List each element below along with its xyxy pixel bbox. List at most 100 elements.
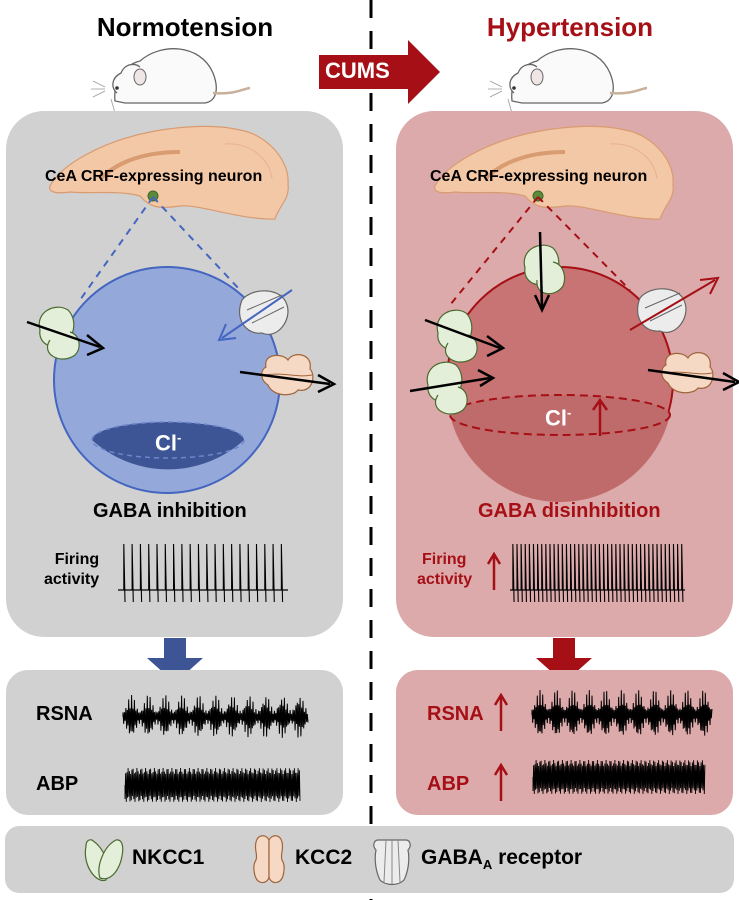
firing-line1: Firing	[54, 551, 100, 568]
chloride-text: Cl	[545, 405, 567, 431]
action-potential-spike	[131, 543, 134, 603]
legend-panel	[5, 826, 734, 893]
brain-icon-hypertension	[434, 125, 674, 220]
gaba-inhibition-label: GABA inhibition	[93, 500, 247, 522]
neuron-cell-hypertension	[409, 196, 739, 503]
signal-waveform	[122, 694, 309, 738]
action-potential-spike	[524, 543, 527, 603]
action-potential-spike	[672, 543, 676, 603]
chloride-charge: -	[177, 430, 182, 445]
rat-icon-normotension	[91, 48, 251, 114]
action-potential-spike	[586, 543, 589, 603]
firing-line2: activity	[417, 571, 473, 588]
action-potential-spike	[664, 543, 667, 603]
action-potential-spike	[553, 543, 556, 603]
action-potential-spike	[635, 543, 639, 603]
rsna-trace-hypertension	[531, 689, 713, 736]
action-potential-spike	[668, 543, 672, 603]
cums-label: CUMS	[325, 58, 390, 83]
action-potential-spike	[569, 543, 573, 603]
action-potential-spike	[164, 543, 168, 603]
action-potential-spike	[545, 543, 548, 603]
rat-icon-hypertension	[488, 48, 648, 114]
action-potential-spike	[590, 543, 593, 603]
signal-waveform	[531, 689, 713, 736]
action-potential-spike	[598, 543, 602, 603]
down-arrow-hypertension	[536, 638, 592, 683]
action-potential-spike	[239, 543, 242, 603]
receptor-text: receptor	[492, 846, 583, 869]
rsna-label-hypertension: RSNA	[427, 703, 484, 725]
abp-trace-normotension	[124, 767, 301, 803]
action-potential-spike	[652, 543, 655, 603]
action-potential-spike	[549, 543, 552, 603]
action-potential-spike	[656, 543, 659, 603]
down-arrow-normotension	[147, 638, 203, 683]
firing-line1: Firing	[422, 551, 467, 568]
gaba-disinhibition-label: GABA disinhibition	[478, 500, 661, 522]
rsna-trace-normotension	[122, 694, 309, 738]
action-potential-spike	[561, 543, 565, 603]
action-potential-spike	[148, 543, 151, 603]
action-potential-spike	[139, 543, 143, 603]
action-potential-spike	[677, 543, 680, 603]
gaba-a-receptor-icon	[373, 839, 411, 886]
action-potential-spike	[611, 543, 614, 603]
signal-waveform	[532, 759, 706, 795]
firing-increase-arrow	[486, 551, 502, 590]
action-potential-spike	[512, 543, 515, 603]
neuron-label-normotension: CeA CRF-expressing neuron	[45, 168, 263, 185]
abp-increase-arrow	[493, 762, 509, 801]
hypertension-title: Hypertension	[486, 12, 654, 42]
legend-label-kcc2: KCC2	[295, 846, 353, 869]
kcc2-icon	[253, 835, 285, 884]
action-potential-spike	[681, 543, 684, 603]
action-potential-spike	[264, 543, 267, 603]
action-potential-spike	[214, 543, 217, 603]
action-potential-spike	[623, 543, 626, 603]
action-potential-spike	[631, 543, 635, 603]
neuron-label-hypertension: CeA CRF-expressing neuron	[430, 168, 648, 185]
action-potential-spike	[660, 543, 663, 603]
action-potential-spike	[520, 543, 523, 603]
action-potential-spike	[189, 543, 192, 603]
kcc2-transporter	[261, 354, 314, 396]
action-potential-spike	[528, 543, 532, 603]
action-potential-spike	[537, 543, 540, 603]
legend-label-nkcc1: NKCC1	[132, 846, 205, 869]
firing-activity-label-normotension: Firing activity	[44, 550, 99, 590]
action-potential-spike	[123, 543, 126, 603]
action-potential-spike	[619, 543, 622, 603]
firing-trace-hypertension	[510, 543, 685, 603]
brain-icon-normotension	[49, 125, 289, 220]
signal-waveform	[124, 767, 301, 803]
firing-activity-label-hypertension: Firing activity	[417, 550, 472, 590]
action-potential-spike	[516, 543, 519, 603]
action-potential-spike	[644, 543, 647, 603]
chloride-label-normotension: Cl-	[155, 430, 181, 456]
action-potential-spike	[156, 543, 159, 603]
action-potential-spike	[565, 543, 569, 603]
action-potential-spike	[602, 543, 606, 603]
chloride-label-hypertension: Cl-	[545, 405, 571, 431]
nkcc1-transporter	[38, 306, 80, 360]
action-potential-spike	[532, 543, 536, 603]
action-potential-spike	[648, 543, 651, 603]
action-potential-spike	[582, 543, 585, 603]
action-potential-spike	[222, 543, 226, 603]
nkcc1-icon	[84, 839, 124, 882]
normotension-title: Normotension	[96, 12, 274, 42]
action-potential-spike	[255, 543, 259, 603]
action-potential-spike	[231, 543, 234, 603]
action-potential-spike	[247, 543, 250, 603]
chloride-text: Cl	[155, 430, 177, 456]
action-potential-spike	[541, 543, 544, 603]
firing-trace-normotension	[118, 543, 288, 603]
action-potential-spike	[615, 543, 618, 603]
legend-label-gaba-a-receptor: GABAA receptor	[421, 846, 582, 872]
rsna-increase-arrow	[493, 692, 509, 731]
action-potential-spike	[173, 543, 176, 603]
action-potential-spike	[280, 543, 284, 603]
action-potential-spike	[206, 543, 209, 603]
